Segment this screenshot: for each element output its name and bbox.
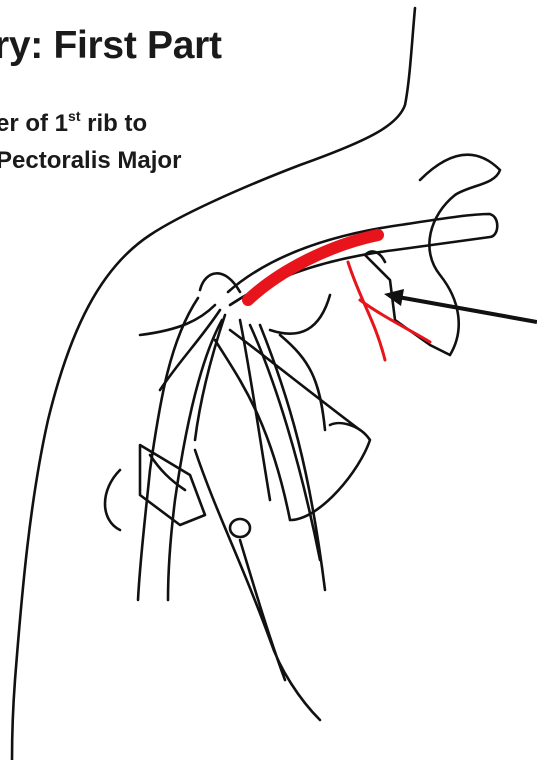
brachial-plexus [140,295,330,720]
neck-shoulder-outline [12,8,415,760]
scapula-coracoid [365,155,500,355]
vessel-ring [230,519,250,537]
arrow-pointer-icon [384,289,537,322]
pectoralis-minor [215,330,370,520]
cut-tendon [105,445,205,530]
clavicle [228,214,497,305]
